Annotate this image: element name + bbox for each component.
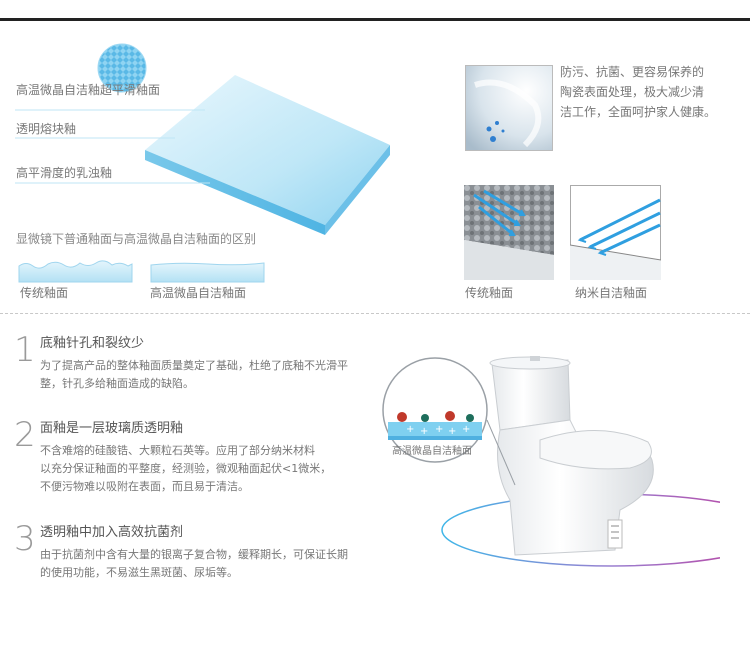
magnifier-circle-icon bbox=[97, 43, 147, 93]
layer-middle-label: 透明熔块釉 bbox=[16, 122, 77, 136]
feature-2-number: 2 bbox=[14, 415, 36, 455]
svg-text:+: + bbox=[420, 426, 428, 437]
callout-label: 高温微晶自洁釉面 bbox=[392, 446, 472, 457]
svg-text:+: + bbox=[462, 424, 470, 435]
self-clean-glaze-label: 高温微晶自洁釉面 bbox=[150, 286, 247, 300]
feature-1-number: 1 bbox=[14, 330, 36, 370]
feature-1-desc-1: 为了提高产品的整体釉面质量奠定了基础，杜绝了底釉不光滑平 bbox=[40, 359, 348, 372]
micro-surface-samples bbox=[18, 260, 265, 283]
traditional-surface-label: 传统釉面 bbox=[465, 286, 514, 300]
svg-text:+: + bbox=[448, 426, 456, 437]
layer-top-label: 高温微晶自洁釉超平滑釉面 bbox=[16, 83, 161, 97]
feature-2-desc-1: 不含难熔的硅酸锆、大颗粒石英等。应用了部分纳米材料 bbox=[40, 444, 315, 457]
glaze-layer-diagram bbox=[15, 43, 390, 235]
svg-text:+: + bbox=[435, 424, 443, 435]
benefit-line-3: 洁工作，全面呵护家人健康。 bbox=[560, 105, 717, 119]
top-divider bbox=[0, 18, 750, 21]
benefit-line-2: 陶瓷表面处理，极大减少清 bbox=[560, 85, 705, 99]
toilet-illustration: + + + + + bbox=[382, 356, 720, 567]
benefit-line-1: 防污、抗菌、更容易保养的 bbox=[560, 65, 705, 79]
nano-surface-photo bbox=[570, 185, 661, 280]
compare-title: 显微镜下普通釉面与高温微晶自洁釉面的区别 bbox=[16, 232, 257, 246]
feature-3-desc-2: 的使用功能，不易滋生黑斑菌、尿垢等。 bbox=[40, 566, 238, 579]
svg-text:+: + bbox=[406, 424, 414, 435]
feature-3-desc-1: 由于抗菌剂中含有大量的银离子复合物，缓释期长，可保证长期 bbox=[40, 548, 348, 561]
feature-1-desc-2: 整，针孔多给釉面造成的缺陷。 bbox=[40, 377, 194, 390]
self-clean-surface-sample bbox=[150, 262, 265, 283]
traditional-surface-photo bbox=[464, 185, 554, 280]
feature-2-title: 面釉是一层玻璃质透明釉 bbox=[40, 421, 184, 436]
traditional-surface-sample bbox=[18, 260, 133, 283]
nano-surface-label: 纳米自洁釉面 bbox=[575, 286, 648, 300]
feature-3-title: 透明釉中加入高效抗菌剂 bbox=[40, 525, 184, 540]
benefit-text: 防污、抗菌、更容易保养的 陶瓷表面处理，极大减少清 洁工作，全面呵护家人健康。 bbox=[560, 62, 716, 122]
feature-2-desc-2: 以充分保证釉面的平整度，经测验，微观釉面起伏<1微米， bbox=[40, 462, 332, 475]
layer-bottom-label: 高平滑度的乳浊釉 bbox=[16, 166, 113, 180]
traditional-glaze-label: 传统釉面 bbox=[20, 286, 69, 300]
feature-1-title: 底釉针孔和裂纹少 bbox=[40, 336, 145, 351]
feature-2-desc-3: 不便污物难以吸附在表面，而且易于清洁。 bbox=[40, 480, 249, 493]
feature-3-number: 3 bbox=[14, 519, 36, 559]
section-divider bbox=[0, 313, 750, 314]
ceramic-surface-photo bbox=[465, 65, 553, 151]
